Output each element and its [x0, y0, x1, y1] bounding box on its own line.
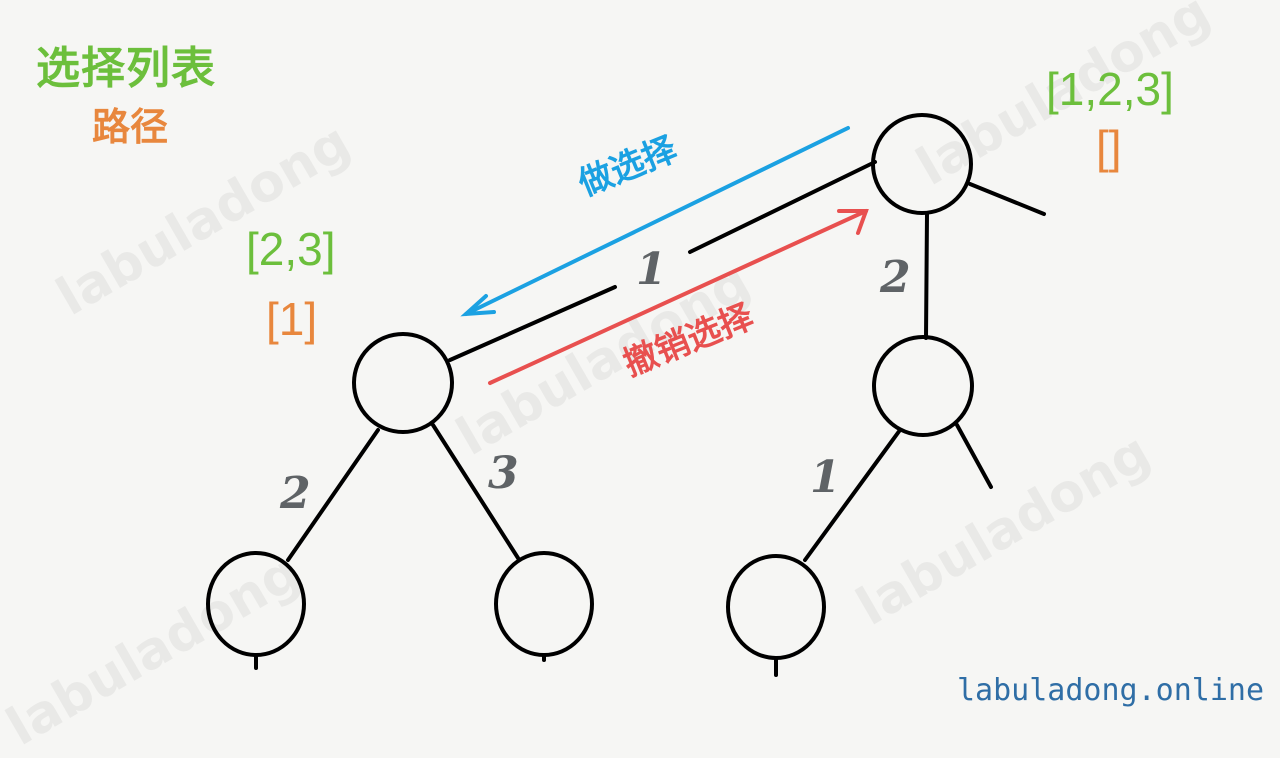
edge-label-left-ll: 2 [280, 468, 311, 519]
edge-label-root-middle: 2 [880, 252, 911, 303]
legend-choices-label: 选择列表 [36, 43, 216, 94]
edge-label-root-left: 1 [636, 244, 667, 295]
edge-root-to-right-stub [968, 182, 1046, 216]
edge-left-to-ll [286, 428, 380, 562]
legend-path-label: 路径 [92, 105, 169, 149]
make-choice-arrow [464, 126, 850, 316]
left-node-choices-list: [2,3] [246, 223, 336, 275]
edge-root-to-left-upper [688, 160, 877, 254]
edge-root-to-left [448, 285, 617, 362]
tree-node-lr [494, 551, 594, 657]
edge-label-middle-ml: 1 [810, 452, 841, 503]
edge-left-to-lr [431, 423, 520, 560]
root-path-list: [] [1096, 121, 1122, 173]
tree-node-ml [726, 554, 826, 660]
edge-label-left-lr: 3 [488, 448, 519, 499]
tree-node-middle [872, 335, 974, 437]
tree-node-ll [206, 551, 306, 657]
undo-choice-arrowhead [837, 209, 869, 235]
edge-root-to-middle [924, 212, 929, 340]
undo-choice-arrow [488, 209, 868, 385]
make-choice-arrowhead [460, 294, 496, 317]
tree-node-root [871, 113, 973, 215]
recursion-tree-diagram [206, 113, 1046, 677]
left-node-path-list: [1] [266, 293, 318, 345]
edge-middle-to-ml [803, 428, 902, 562]
tree-node-left [352, 332, 454, 434]
site-footer-link[interactable]: labuladong.online [956, 673, 1264, 708]
root-choices-list: [1,2,3] [1046, 63, 1174, 115]
edge-middle-to-right-stub [955, 423, 993, 489]
